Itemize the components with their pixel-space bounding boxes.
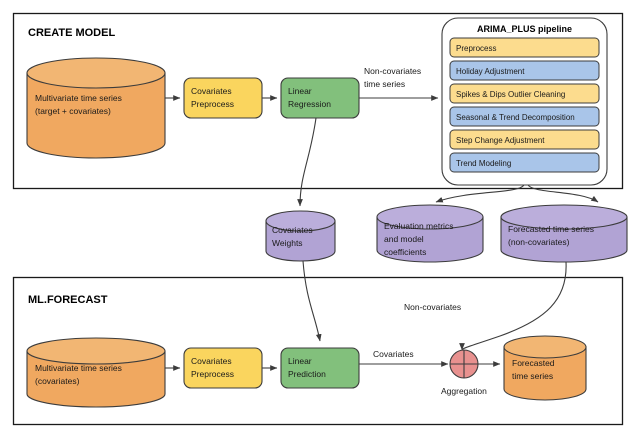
cm-preprocess-line2: Preprocess [191, 99, 234, 109]
edge-label-noncovariates: Non-covariates [404, 302, 461, 312]
evaluation-metrics-line2: and model [384, 234, 424, 244]
forecasted-noncovariates-cylinder: Forecasted time series (non-covariates) [500, 204, 628, 263]
arima-plus-pipeline: ARIMA_PLUS pipeline Preprocess Holiday A… [441, 17, 608, 186]
edge-forecasted-noncov-to-aggregation [459, 261, 567, 351]
edge-label-covariates: Covariates [373, 349, 414, 359]
edge-label-noncov-ts-line1: Non-covariates [364, 66, 421, 76]
aggregation-label: Aggregation [441, 386, 487, 396]
create-model-source-line2: (target + covariates) [35, 106, 111, 116]
pipeline-step-0[interactable]: Preprocess [449, 37, 600, 58]
pipeline-title: ARIMA_PLUS pipeline [477, 24, 572, 34]
covariates-weights-line2: Weights [272, 238, 303, 248]
aggregation-node [449, 349, 479, 379]
cm-preprocess-line1: Covariates [191, 86, 232, 96]
pipeline-step-label: Holiday Adjustment [456, 67, 525, 76]
ml-forecast-preprocess-box: Covariates Preprocess [183, 347, 263, 389]
edge-linear-to-covariates-weights [297, 117, 317, 207]
pipeline-step-label: Spikes & Dips Outlier Cleaning [456, 90, 565, 99]
covariates-weights-line1: Covariates [272, 225, 313, 235]
forecasted-noncov-line1: Forecasted time series [508, 224, 594, 234]
pipeline-step-label: Trend Modeling [456, 159, 511, 168]
mlf-source-line1: Multivariate time series [35, 363, 122, 373]
edge-pipeline-to-forecasted-noncov [527, 184, 599, 203]
ml-forecast-source-cylinder: Multivariate time series (covariates) [26, 337, 166, 408]
mlf-linear-line1: Linear [288, 356, 312, 366]
pipeline-step-label: Preprocess [456, 44, 496, 53]
ml-forecast-output-cylinder: Forecasted time series [503, 335, 587, 401]
create-model-linear-regression-box: Linear Regression [280, 77, 360, 119]
mlf-source-line2: (covariates) [35, 376, 80, 386]
ml-forecast-title: ML.FORECAST [28, 294, 108, 306]
create-model-title: CREATE MODEL [28, 27, 115, 39]
pipeline-step-label: Step Change Adjustment [456, 136, 545, 145]
evaluation-metrics-line1: Evaluation metrics [384, 221, 453, 231]
create-model-frame [12, 12, 624, 190]
forecasted-noncov-line2: (non-covariates) [508, 237, 570, 247]
pipeline-step-5[interactable]: Trend Modeling [449, 152, 600, 173]
ml-forecast-linear-prediction-box: Linear Prediction [280, 347, 360, 389]
create-model-preprocess-box: Covariates Preprocess [183, 77, 263, 119]
mlf-output-line2: time series [512, 371, 553, 381]
pipeline-step-2[interactable]: Spikes & Dips Outlier Cleaning [449, 83, 600, 104]
pipeline-step-3[interactable]: Seasonal & Trend Decomposition [449, 106, 600, 127]
evaluation-metrics-line3: coefficients [384, 247, 426, 257]
pipeline-step-4[interactable]: Step Change Adjustment [449, 129, 600, 150]
cm-linear-line1: Linear [288, 86, 312, 96]
pipeline-step-1[interactable]: Holiday Adjustment [449, 60, 600, 81]
cm-linear-line2: Regression [288, 99, 331, 109]
ml-forecast-frame [12, 276, 624, 426]
mlf-preprocess-line1: Covariates [191, 356, 232, 366]
mlf-output-line1: Forecasted [512, 358, 555, 368]
create-model-source-line1: Multivariate time series [35, 93, 122, 103]
edge-pipeline-to-evaluation-metrics [435, 184, 525, 203]
edge-label-noncov-ts-line2: time series [364, 79, 405, 89]
mlf-linear-line2: Prediction [288, 369, 326, 379]
create-model-source-cylinder: Multivariate time series (target + covar… [26, 57, 166, 159]
pipeline-step-label: Seasonal & Trend Decomposition [456, 113, 575, 122]
mlf-preprocess-line2: Preprocess [191, 369, 234, 379]
covariates-weights-cylinder: Covariates Weights [265, 210, 336, 262]
evaluation-metrics-cylinder: Evaluation metrics and model coefficient… [376, 204, 484, 263]
edge-weights-to-linear-prediction [302, 260, 322, 342]
